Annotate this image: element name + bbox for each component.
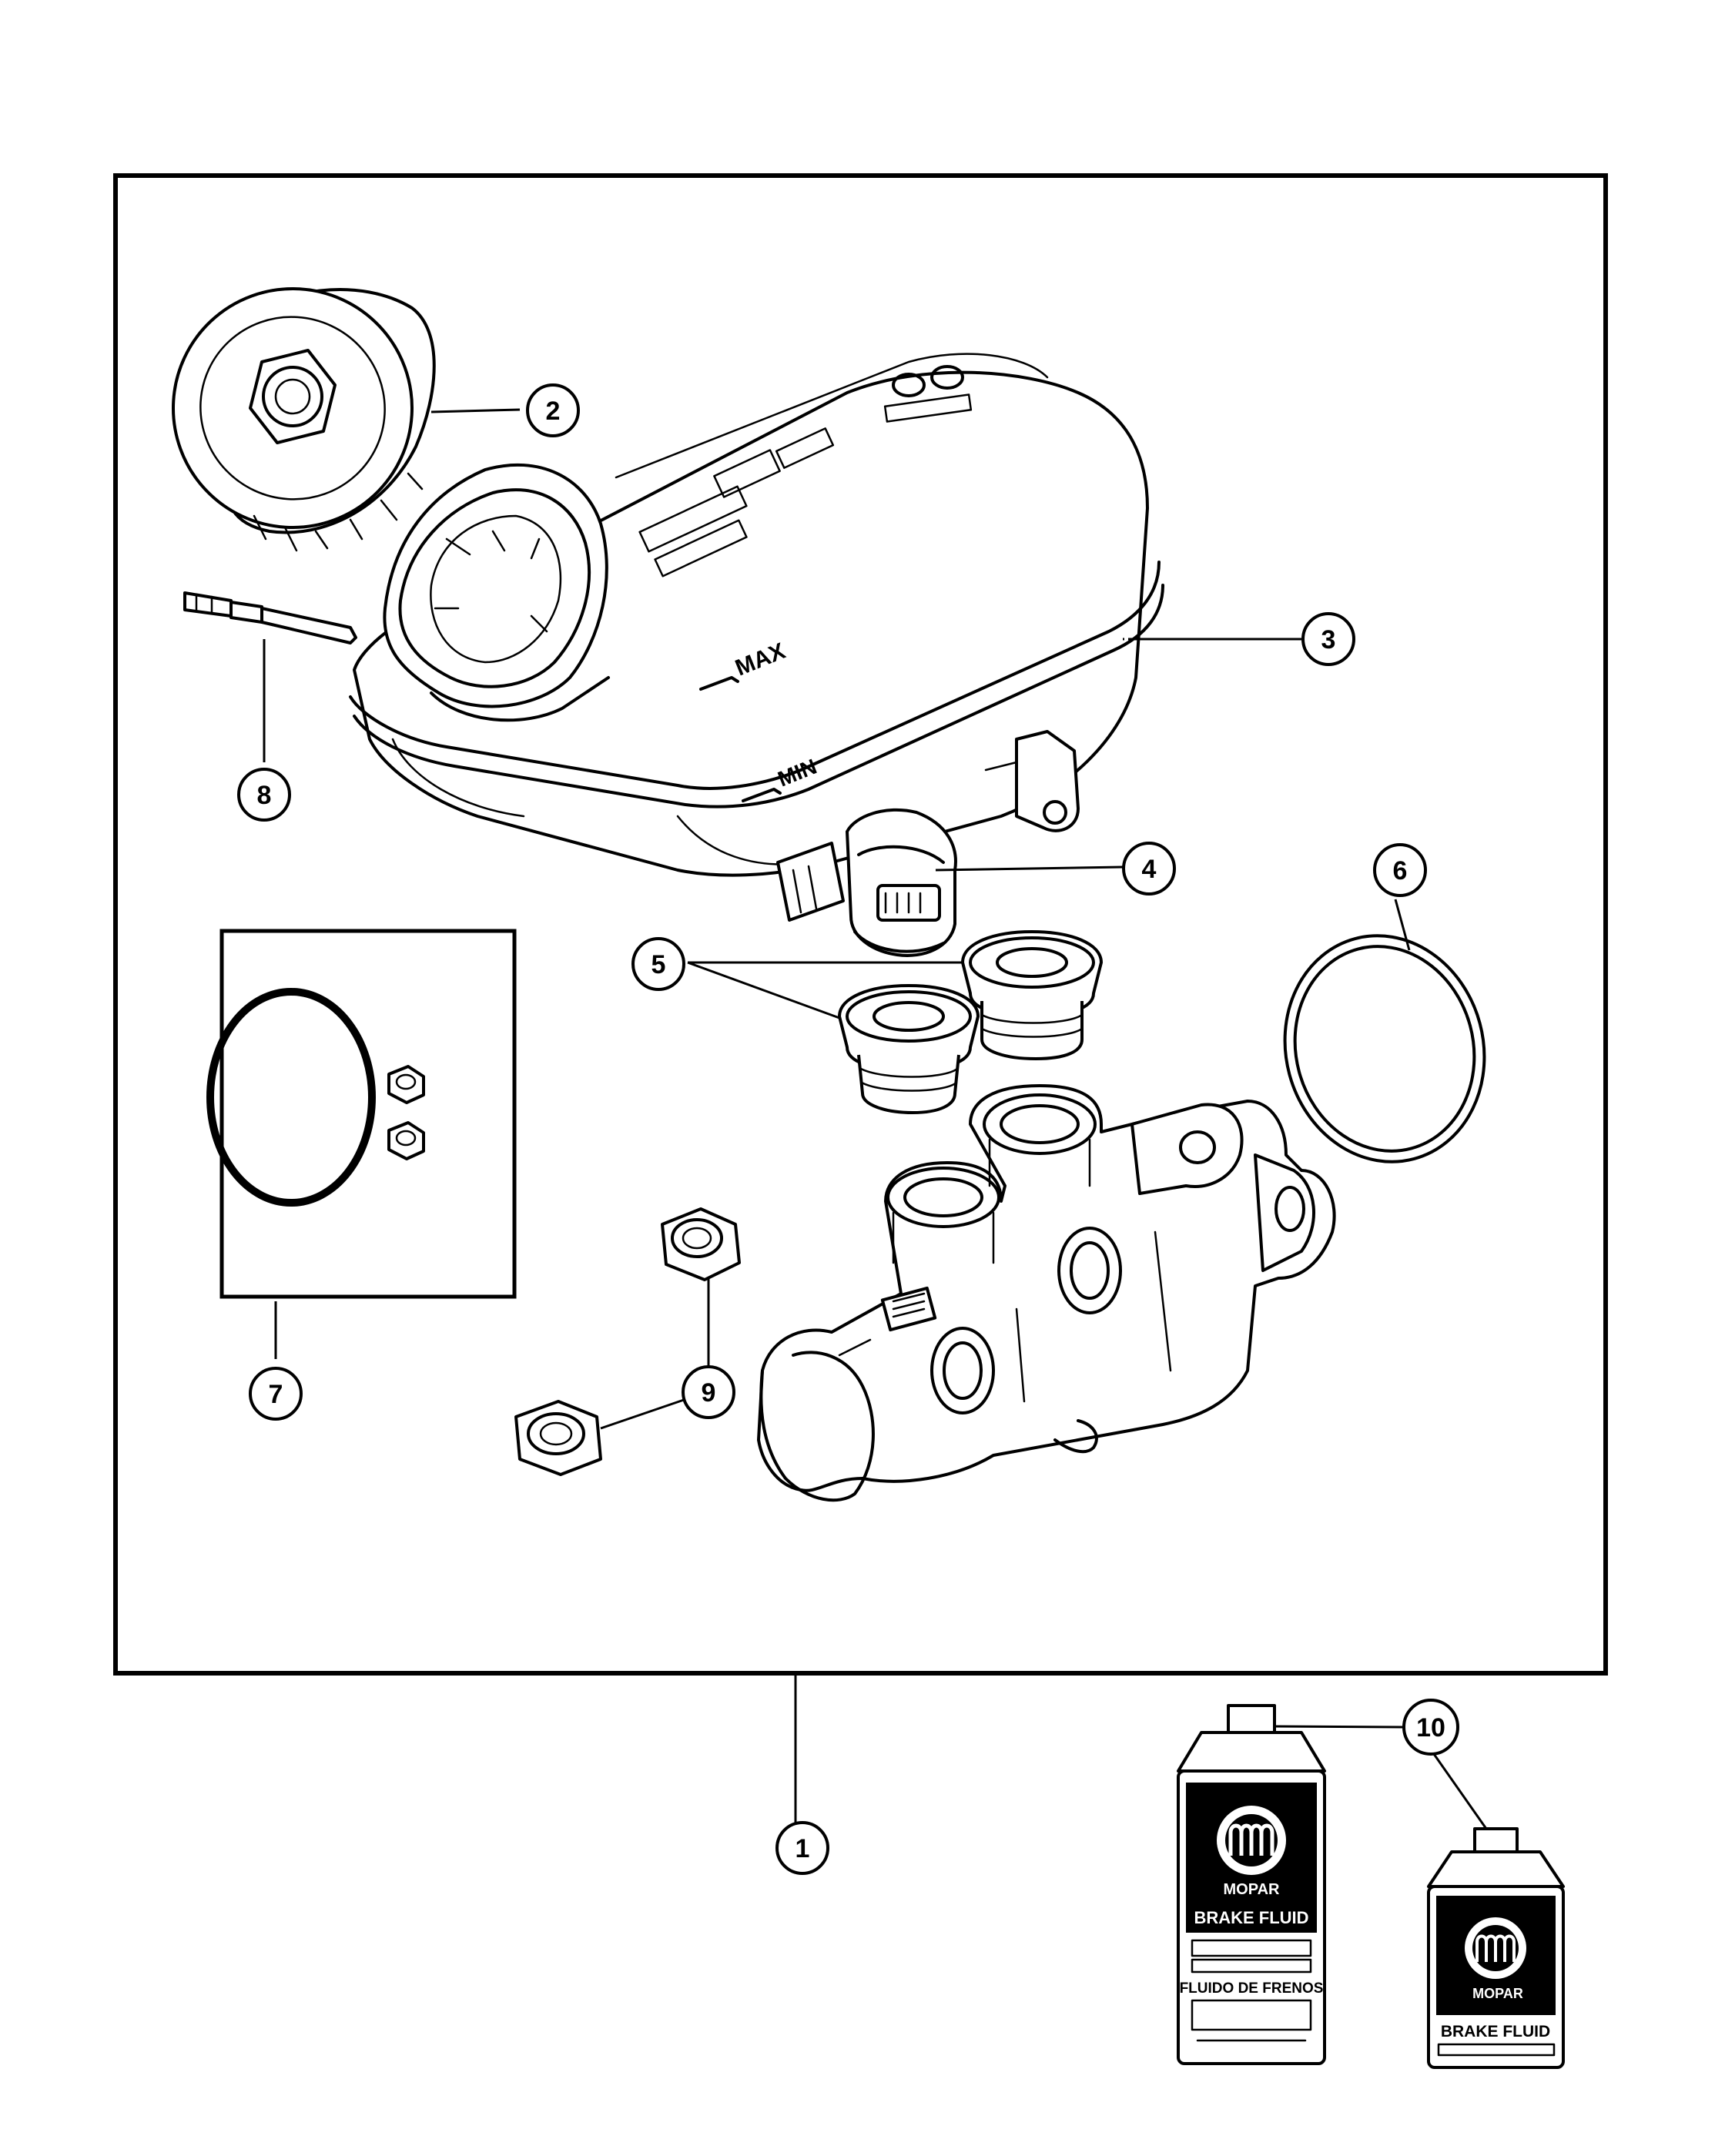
callout-7: 7: [249, 1367, 303, 1421]
callout-8: 8: [237, 768, 291, 822]
small-bottle-brand: MOPAR: [1472, 1986, 1523, 2001]
assembly-frame: [113, 173, 1608, 1676]
callout-6: 6: [1373, 843, 1427, 897]
callout-3: 3: [1301, 612, 1355, 666]
reservoir-grommet-lower: [838, 984, 980, 1114]
brake-fluid-bottle-small: MOPAR BRAKE FLUID: [1427, 1827, 1565, 2069]
callout-10: 10: [1402, 1699, 1459, 1756]
large-bottle-title: BRAKE FLUID: [1194, 1908, 1308, 1927]
callout-5: 5: [631, 937, 685, 991]
callout-9: 9: [682, 1365, 735, 1419]
fluid-level-sensor-connector: [846, 808, 957, 957]
kit-nut-upper: [387, 1065, 425, 1104]
mounting-nut-upper: [661, 1207, 741, 1281]
svg-text:1: 1: [796, 1834, 810, 1863]
mounting-nut-lower: [514, 1400, 602, 1476]
reservoir-cap: [172, 287, 436, 552]
small-bottle-title: BRAKE FLUID: [1441, 2023, 1550, 2040]
svg-text:9: 9: [702, 1378, 716, 1408]
callout-2: 2: [526, 383, 580, 437]
master-cylinder-body: [757, 1084, 1336, 1502]
brake-fluid-bottle-large: MOPAR BRAKE FLUID FLUIDO DE FRENOS: [1177, 1704, 1326, 2065]
large-bottle-subtitle: FLUIDO DE FRENOS: [1180, 1980, 1324, 1997]
level-sensor-pin: [183, 591, 357, 644]
svg-text:4: 4: [1142, 855, 1157, 884]
svg-text:8: 8: [257, 781, 272, 810]
fluid-reservoir: MAX MIN: [349, 353, 1164, 922]
large-bottle-brand: MOPAR: [1224, 1881, 1281, 1898]
callout-4: 4: [1122, 842, 1176, 896]
seal-and-nut-kit: [206, 929, 517, 1299]
reservoir-grommet-upper: [961, 930, 1103, 1060]
svg-text:5: 5: [651, 950, 666, 979]
svg-text:6: 6: [1393, 856, 1408, 886]
svg-text:10: 10: [1416, 1713, 1445, 1743]
svg-text:7: 7: [269, 1380, 283, 1409]
callout-1: 1: [775, 1821, 829, 1875]
svg-text:3: 3: [1321, 625, 1336, 654]
kit-o-ring: [206, 988, 376, 1207]
svg-text:2: 2: [546, 397, 561, 426]
kit-nut-lower: [387, 1121, 425, 1160]
master-cylinder-seal-ring: [1283, 934, 1486, 1163]
